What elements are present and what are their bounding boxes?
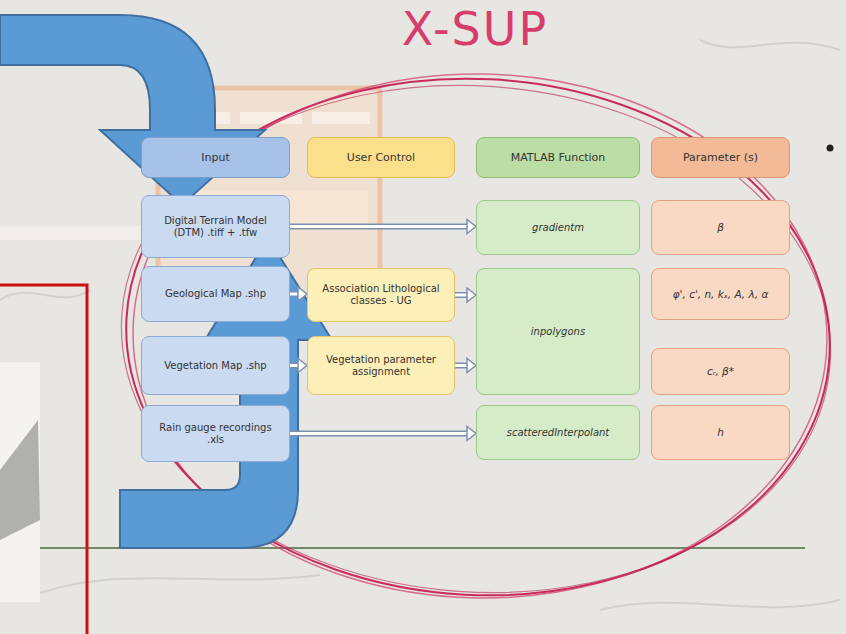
box-text: Vegetation Map .shp xyxy=(164,360,266,372)
flow-arrow xyxy=(455,359,476,373)
input-box: Geological Map .shp xyxy=(141,266,290,322)
box-text: Input xyxy=(201,151,229,164)
roof-shape xyxy=(0,420,40,540)
function-box: gradientm xyxy=(476,200,640,255)
flow-arrow xyxy=(290,359,307,373)
input-box: Vegetation Map .shp xyxy=(141,336,290,395)
parameter-box: h xyxy=(651,405,790,460)
box-text: h xyxy=(717,426,724,439)
box-text: cᵣ, β* xyxy=(707,365,734,378)
arrow-head xyxy=(298,359,307,373)
arrow-shaft xyxy=(290,432,469,435)
function-box: scatteredInterpolant xyxy=(476,405,640,460)
box-text: Parameter (s) xyxy=(683,151,758,164)
arrow-head xyxy=(467,427,476,441)
box-text: User Control xyxy=(347,151,415,164)
gui-field xyxy=(0,226,160,240)
box-text: MATLAB Function xyxy=(511,151,606,164)
arrow-shaft xyxy=(290,224,468,230)
bullet-dot xyxy=(827,145,834,152)
arrow-shaft xyxy=(290,225,469,228)
gui-field xyxy=(312,112,370,124)
arrow-head xyxy=(298,287,307,301)
control-box: Vegetation parameter assignment xyxy=(307,336,455,395)
photo-fragment xyxy=(0,362,40,602)
red-frame xyxy=(0,285,87,634)
parameter-box: cᵣ, β* xyxy=(651,348,790,395)
function-box: inpolygons xyxy=(476,268,640,395)
arrow-head xyxy=(467,288,476,302)
box-text: Digital Terrain Model (DTM) .tiff + .tfw xyxy=(150,215,281,239)
flow-arrow xyxy=(290,427,476,441)
box-text: φ', c', n, kₛ, A, λ, α xyxy=(673,288,769,301)
column-header: Parameter (s) xyxy=(651,137,790,178)
control-box: Association Lithological classes - UG xyxy=(307,268,455,322)
box-text: scatteredInterpolant xyxy=(507,427,610,439)
curved-blue-arrow xyxy=(120,238,332,548)
box-text: gradientm xyxy=(532,222,584,234)
arrow-shaft xyxy=(455,292,468,298)
box-text: Vegetation parameter assignment xyxy=(316,354,446,378)
input-box: Digital Terrain Model (DTM) .tiff + .tfw xyxy=(141,195,290,258)
flow-arrow xyxy=(290,220,476,234)
flow-arrow xyxy=(455,288,476,302)
column-header: User Control xyxy=(307,137,455,178)
highlight-ellipse xyxy=(113,61,843,613)
arrow-head xyxy=(467,359,476,373)
slide-title: X-SUP xyxy=(360,2,590,56)
column-header: MATLAB Function xyxy=(476,137,640,178)
input-box: Rain gauge recordings .xls xyxy=(141,405,290,462)
box-text: inpolygons xyxy=(531,326,585,338)
column-header: Input xyxy=(141,137,290,178)
highlight-ellipse xyxy=(104,62,846,616)
parameter-box: φ', c', n, kₛ, A, λ, α xyxy=(651,268,790,320)
parameter-box: β xyxy=(651,200,790,255)
box-text: Geological Map .shp xyxy=(165,288,266,300)
box-text: Rain gauge recordings .xls xyxy=(150,422,281,446)
arrow-shaft xyxy=(290,431,468,437)
box-text: Association Lithological classes - UG xyxy=(316,283,446,307)
box-text: β xyxy=(717,221,724,234)
arrow-shaft xyxy=(455,363,468,369)
arrow-head xyxy=(467,220,476,234)
flow-arrow xyxy=(290,287,307,301)
